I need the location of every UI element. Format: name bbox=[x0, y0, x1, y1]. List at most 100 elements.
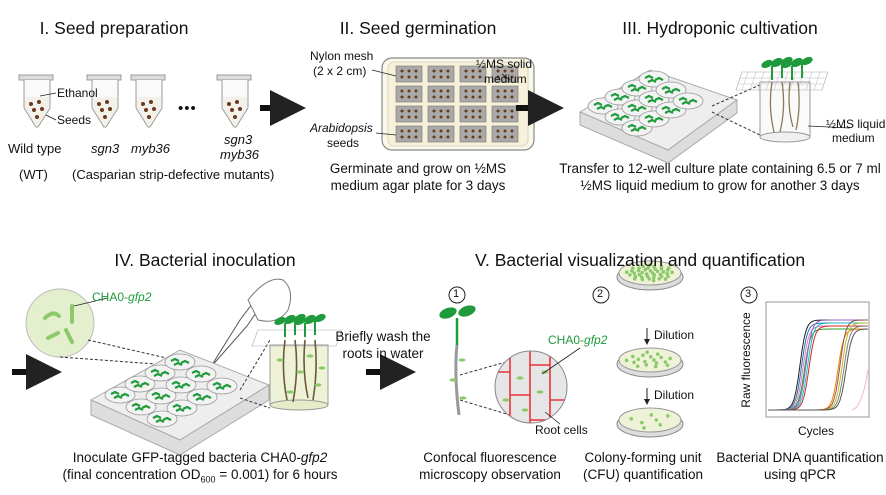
caption-line: Colony-forming unit bbox=[584, 450, 702, 465]
seed bbox=[400, 109, 404, 113]
seed bbox=[439, 89, 443, 93]
seedling-root bbox=[439, 305, 476, 416]
ellipsis: ••• bbox=[178, 100, 197, 117]
seed bbox=[439, 75, 443, 79]
wash-instruction: Briefly wash the roots in water bbox=[335, 328, 430, 362]
seed bbox=[464, 109, 468, 113]
panel-iv-title: IV. Bacterial inoculation bbox=[114, 250, 296, 270]
seed bbox=[414, 129, 418, 133]
bacterial-colony bbox=[652, 358, 656, 362]
seed bbox=[471, 115, 475, 119]
bacterial-colony bbox=[640, 420, 644, 425]
seed bbox=[432, 89, 436, 93]
ethanol-label: Ethanol bbox=[57, 86, 98, 100]
tube-sgn3-myb36 bbox=[216, 74, 252, 128]
seed bbox=[414, 69, 418, 73]
step-3-caption: Bacterial DNA quantification using qPCR bbox=[716, 449, 883, 483]
seed bbox=[496, 109, 500, 113]
tube-myb36 bbox=[130, 74, 166, 128]
caption-text-italic: gfp2 bbox=[300, 450, 328, 465]
nylon-mesh-square bbox=[459, 125, 487, 143]
bacterial-colony bbox=[632, 271, 637, 276]
tube-wild-type bbox=[18, 74, 54, 128]
strain-pointer-v bbox=[541, 347, 581, 375]
seed bbox=[439, 129, 443, 133]
seed bbox=[496, 135, 500, 139]
arabidopsis-label: Arabidopsis bbox=[310, 121, 373, 135]
sgn3-myb36-label-line1: sgn3 bbox=[224, 132, 253, 147]
seed bbox=[496, 69, 500, 73]
caption-line: microscopy observation bbox=[419, 467, 561, 482]
seed bbox=[464, 75, 468, 79]
wt-label: (WT) bbox=[19, 167, 48, 182]
nylon-mesh-label: Nylon mesh bbox=[310, 49, 374, 63]
seed bbox=[439, 109, 443, 113]
bacterial-colony bbox=[668, 356, 672, 361]
seed bbox=[478, 109, 482, 113]
bacterial-colony bbox=[654, 361, 659, 365]
agar-plate bbox=[381, 57, 535, 151]
seed bbox=[510, 115, 514, 119]
petri-dish-3 bbox=[618, 407, 682, 433]
seed bbox=[510, 109, 514, 113]
seed bbox=[432, 135, 436, 139]
ethanol-pointer bbox=[39, 92, 57, 97]
strain-name: CHA0- bbox=[548, 333, 585, 347]
step-2-number: 2 bbox=[597, 288, 604, 300]
seed bbox=[503, 69, 507, 73]
seed bbox=[496, 89, 500, 93]
pipette-in-hand bbox=[208, 278, 292, 371]
bacterial-colony bbox=[665, 363, 670, 368]
bacterial-colony bbox=[666, 274, 670, 279]
amplification-curve bbox=[851, 369, 869, 411]
seeds-pointer bbox=[45, 114, 57, 121]
seed bbox=[400, 89, 404, 93]
bacterial-colony bbox=[624, 270, 629, 275]
seed bbox=[496, 115, 500, 119]
bacterial-colony bbox=[652, 264, 656, 269]
nylon-mesh-pointer bbox=[371, 69, 397, 77]
strain-name: CHA0- bbox=[92, 290, 129, 304]
seed bbox=[478, 89, 482, 93]
bacterial-colony bbox=[648, 355, 653, 359]
caption-line: Confocal fluorescence bbox=[423, 450, 557, 465]
liquid-medium-label-1: ½MS liquid bbox=[826, 117, 886, 131]
seed bbox=[471, 135, 475, 139]
nylon-mesh-square bbox=[459, 85, 487, 103]
mutants-note: (Casparian strip-defective mutants) bbox=[72, 167, 275, 182]
qpcr-plot-frame bbox=[765, 301, 870, 418]
bacterial-colony bbox=[630, 269, 634, 273]
od-subscript: 600 bbox=[200, 474, 216, 485]
wash-line-1: Briefly wash the bbox=[335, 329, 431, 344]
well-closeup-iii bbox=[735, 54, 829, 143]
caption-text: Inoculate GFP-tagged bacteria CHA0- bbox=[72, 450, 301, 465]
seed bbox=[471, 69, 475, 73]
seed bbox=[407, 95, 411, 99]
seed bbox=[446, 115, 450, 119]
wash-line-2: roots in water bbox=[342, 346, 424, 361]
seed bbox=[510, 69, 514, 73]
culture-well bbox=[184, 364, 218, 384]
bacterial-colony bbox=[628, 273, 632, 277]
nylon-mesh-square bbox=[395, 65, 423, 83]
seed bbox=[471, 129, 475, 133]
bacterial-colony bbox=[641, 353, 645, 357]
seed bbox=[510, 89, 514, 93]
strain-label-v: CHA0-gfp2 bbox=[548, 333, 607, 347]
bacterial-colony bbox=[645, 350, 649, 354]
seeds-label-ii: seeds bbox=[327, 136, 360, 150]
dilution-label-2: Dilution bbox=[654, 388, 695, 402]
seed bbox=[510, 75, 514, 79]
culture-plate-inoculated bbox=[89, 349, 271, 456]
zoom-line bbox=[711, 83, 763, 107]
seed bbox=[478, 129, 482, 133]
nylon-mesh-square bbox=[491, 85, 519, 103]
liquid-medium-label-2: medium bbox=[832, 131, 875, 145]
seed bbox=[464, 95, 468, 99]
nylon-mesh-square bbox=[459, 105, 487, 123]
nylon-mesh-square bbox=[427, 105, 455, 123]
seed bbox=[478, 135, 482, 139]
seed bbox=[407, 75, 411, 79]
bacterial-colony bbox=[667, 266, 671, 270]
